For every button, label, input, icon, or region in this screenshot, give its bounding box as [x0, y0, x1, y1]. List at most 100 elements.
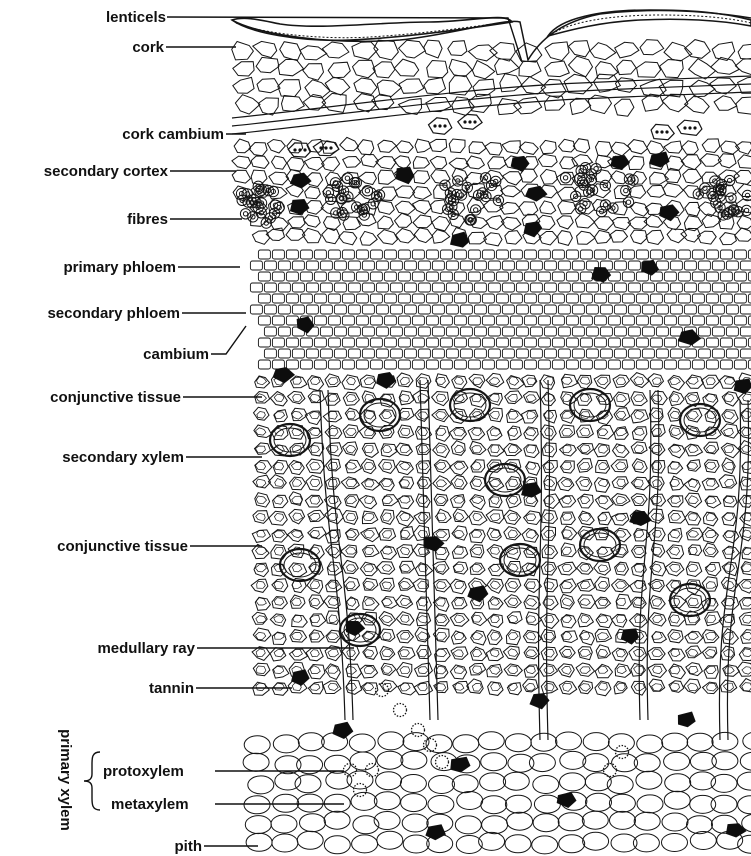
xylem-cell: [544, 476, 557, 491]
phloem-cell: [656, 283, 668, 292]
xylem-cell: [396, 461, 413, 475]
cortex-cell: [685, 202, 700, 216]
xylem-lumen: [563, 446, 571, 453]
cortex-cell: [272, 156, 287, 169]
phloem-cell: [272, 360, 284, 369]
phloem-cell: [384, 338, 396, 347]
xylem-cell: [739, 527, 751, 541]
xylem-lumen: [400, 650, 410, 657]
pith-cell: [712, 752, 738, 770]
xylem-lumen: [615, 514, 626, 521]
xylem-cell: [685, 493, 701, 508]
leader-cambium: [211, 326, 246, 354]
phloem-cell: [426, 272, 438, 281]
xylem-lumen: [400, 462, 411, 470]
xylem-lumen: [634, 395, 645, 402]
xylem-lumen: [705, 530, 716, 537]
stipple-dot: [319, 146, 322, 149]
phloem-cell: [398, 316, 410, 325]
label-primary-phloem: primary phloem: [63, 259, 176, 276]
phloem-cell: [286, 338, 298, 347]
xylem-lumen: [436, 649, 447, 657]
phloem-cell: [362, 261, 374, 270]
xylem-lumen: [508, 581, 518, 588]
phloem-cell: [370, 338, 382, 347]
phloem-cell: [538, 250, 550, 259]
xylem-lumen: [327, 633, 338, 640]
xylem-lumen: [688, 514, 697, 521]
phloem-cell: [474, 283, 486, 292]
cortex-cell: [502, 141, 520, 154]
phloem-cell: [538, 294, 550, 303]
xylem-cell: [305, 411, 321, 425]
xylem-lumen: [634, 598, 645, 606]
xylem-lumen: [706, 582, 716, 589]
xylem-cell: [668, 649, 685, 662]
pith-cell: [533, 776, 559, 794]
xylem-lumen: [472, 530, 482, 537]
xylem-cell: [684, 479, 700, 492]
cortex-cell: [486, 216, 504, 230]
fibre-lumen: [365, 189, 369, 193]
xylem-lumen: [545, 683, 555, 691]
xylem-cell: [450, 461, 468, 475]
cork-cell: [448, 41, 467, 56]
xylem-lumen: [292, 564, 302, 572]
xylem-lumen: [454, 497, 464, 504]
phloem-cell: [698, 305, 710, 314]
xylem-cell: [487, 579, 503, 594]
xylem-lumen: [347, 650, 356, 657]
xylem-cell: [415, 663, 433, 676]
cork-cell: [352, 42, 378, 60]
pith-cell: [583, 832, 609, 850]
pith-cell: [505, 795, 531, 813]
phloem-cell: [306, 349, 318, 358]
xylem-cell: [562, 526, 577, 540]
phloem-cell: [614, 349, 626, 358]
pith-cells: [243, 684, 751, 854]
cortex-cell: [519, 142, 538, 154]
tannin-cell: [526, 186, 547, 201]
phloem-cell: [418, 327, 430, 336]
phloem-cell: [642, 305, 654, 314]
cortex-cell: [234, 139, 251, 153]
phloem-cell: [412, 360, 424, 369]
xylem-lumen: [742, 667, 751, 675]
phloem-cell: [418, 283, 430, 292]
phloem-cell: [412, 272, 424, 281]
xylem-lumen: [436, 462, 446, 469]
cortex-cell: [646, 230, 664, 244]
phloem-cell: [726, 327, 738, 336]
xylem-lumen: [653, 462, 662, 470]
xylem-lumen: [742, 513, 751, 521]
cortex-cell: [361, 154, 378, 167]
stipple-dot: [463, 120, 466, 123]
phloem-cell: [362, 283, 374, 292]
xylem-lumen: [257, 530, 266, 537]
xylem-cell: [381, 546, 397, 560]
phloem-cell: [440, 272, 452, 281]
phloem-cell: [342, 316, 354, 325]
xylem-cell: [668, 444, 685, 458]
xylem-cell: [363, 578, 378, 590]
pith-cell: [586, 793, 612, 811]
cortex-cell: [539, 232, 557, 246]
xylem-cell: [361, 528, 380, 542]
phloem-cell: [412, 316, 424, 325]
xylem-lumen: [580, 581, 590, 589]
xylem-lumen: [490, 564, 500, 571]
xylem-cell: [576, 663, 594, 676]
xylem-cell: [612, 477, 628, 489]
phloem-cell: [622, 360, 634, 369]
xylem-cell: [506, 477, 522, 490]
phloem-cell: [474, 261, 486, 270]
phloem-cell: [530, 327, 542, 336]
pith-cell: [324, 836, 350, 854]
phloem-cell: [720, 338, 732, 347]
xylem-lumen: [580, 667, 590, 674]
phloem-cell: [398, 360, 410, 369]
xylem-lumen: [490, 429, 500, 436]
xylem-cell: [522, 375, 537, 387]
phloem-cell: [558, 349, 570, 358]
phloem-cell: [698, 283, 710, 292]
